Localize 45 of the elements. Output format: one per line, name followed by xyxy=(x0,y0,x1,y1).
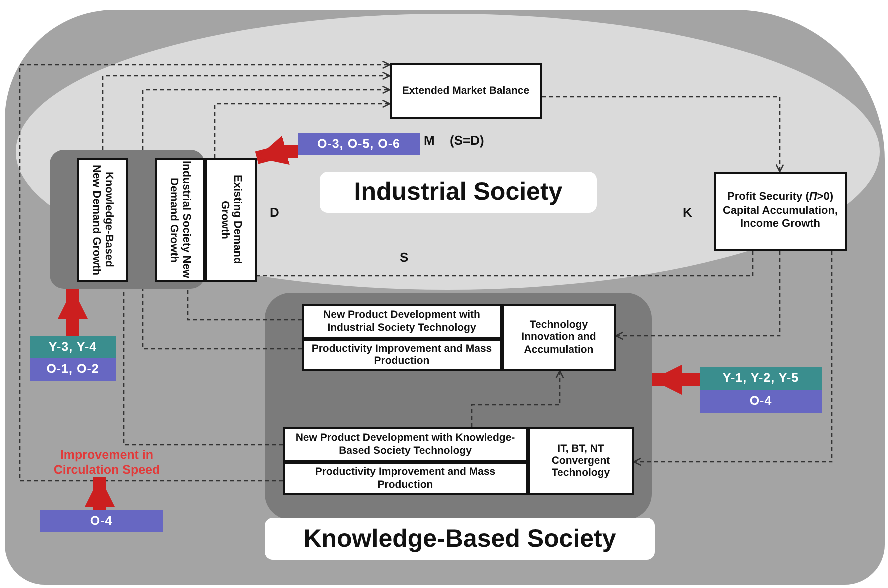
dashed-arrow xyxy=(142,86,391,150)
process-box: Extended Market Balance xyxy=(390,63,542,119)
process-box: Knowledge-Based New Demand Growth xyxy=(77,158,128,282)
variable-label: (S=D) xyxy=(450,133,484,148)
region-title: Knowledge-Based Society xyxy=(265,518,655,560)
dashed-arrow xyxy=(471,370,564,427)
code-tag: O-4 xyxy=(40,510,163,532)
process-box: Productivity Improvement and Mass Production xyxy=(302,339,502,371)
dashed-arrow xyxy=(615,251,781,340)
block-arrow xyxy=(58,289,88,336)
dashed-arrow xyxy=(102,72,391,150)
dashed-arrow xyxy=(542,96,784,173)
variable-label: M xyxy=(424,133,435,148)
process-box: Existing Demand Growth xyxy=(205,158,257,282)
annotation-text: Improvement in Circulation Speed xyxy=(36,448,178,477)
block-arrow xyxy=(85,477,115,510)
region-title: Industrial Society xyxy=(320,172,597,213)
code-tag: O-3, O-5, O-6 xyxy=(298,133,420,155)
dashed-line xyxy=(142,289,302,350)
dashed-arrow xyxy=(19,60,391,482)
variable-label: K xyxy=(683,205,692,220)
process-box: Technology Innovation and Accumulation xyxy=(502,304,616,371)
process-box: IT, BT, NT Convergent Technology xyxy=(528,427,634,495)
code-tag: Y-1, Y-2, Y-5 xyxy=(700,367,822,390)
process-box: Profit Security (Π>0) Capital Accumulation, Income Growth xyxy=(714,172,847,251)
code-tag: Y-3, Y-4 xyxy=(30,336,116,358)
code-tag: O-1, O-2 xyxy=(30,358,116,381)
dashed-line xyxy=(123,289,283,446)
block-arrow xyxy=(652,365,700,395)
group-panel xyxy=(50,150,205,289)
dashed-arrow xyxy=(633,251,833,466)
process-box: Productivity Improvement and Mass Production xyxy=(283,462,528,495)
ellipse-region xyxy=(16,14,880,290)
process-box: New Product Development with Knowledge-Based Society Technology xyxy=(283,427,528,462)
dashed-line xyxy=(187,289,302,321)
dashed-line xyxy=(257,251,754,277)
code-tag: O-4 xyxy=(700,390,822,413)
dashed-arrow xyxy=(214,100,391,158)
variable-label: D xyxy=(270,205,280,220)
group-panel xyxy=(265,293,652,520)
process-box: Industrial Society New Demand Growth xyxy=(155,158,205,282)
process-box: New Product Development with Industrial Society Technology xyxy=(302,304,502,339)
block-arrow xyxy=(255,136,298,165)
society-panel xyxy=(5,10,885,585)
variable-label: S xyxy=(400,250,409,265)
